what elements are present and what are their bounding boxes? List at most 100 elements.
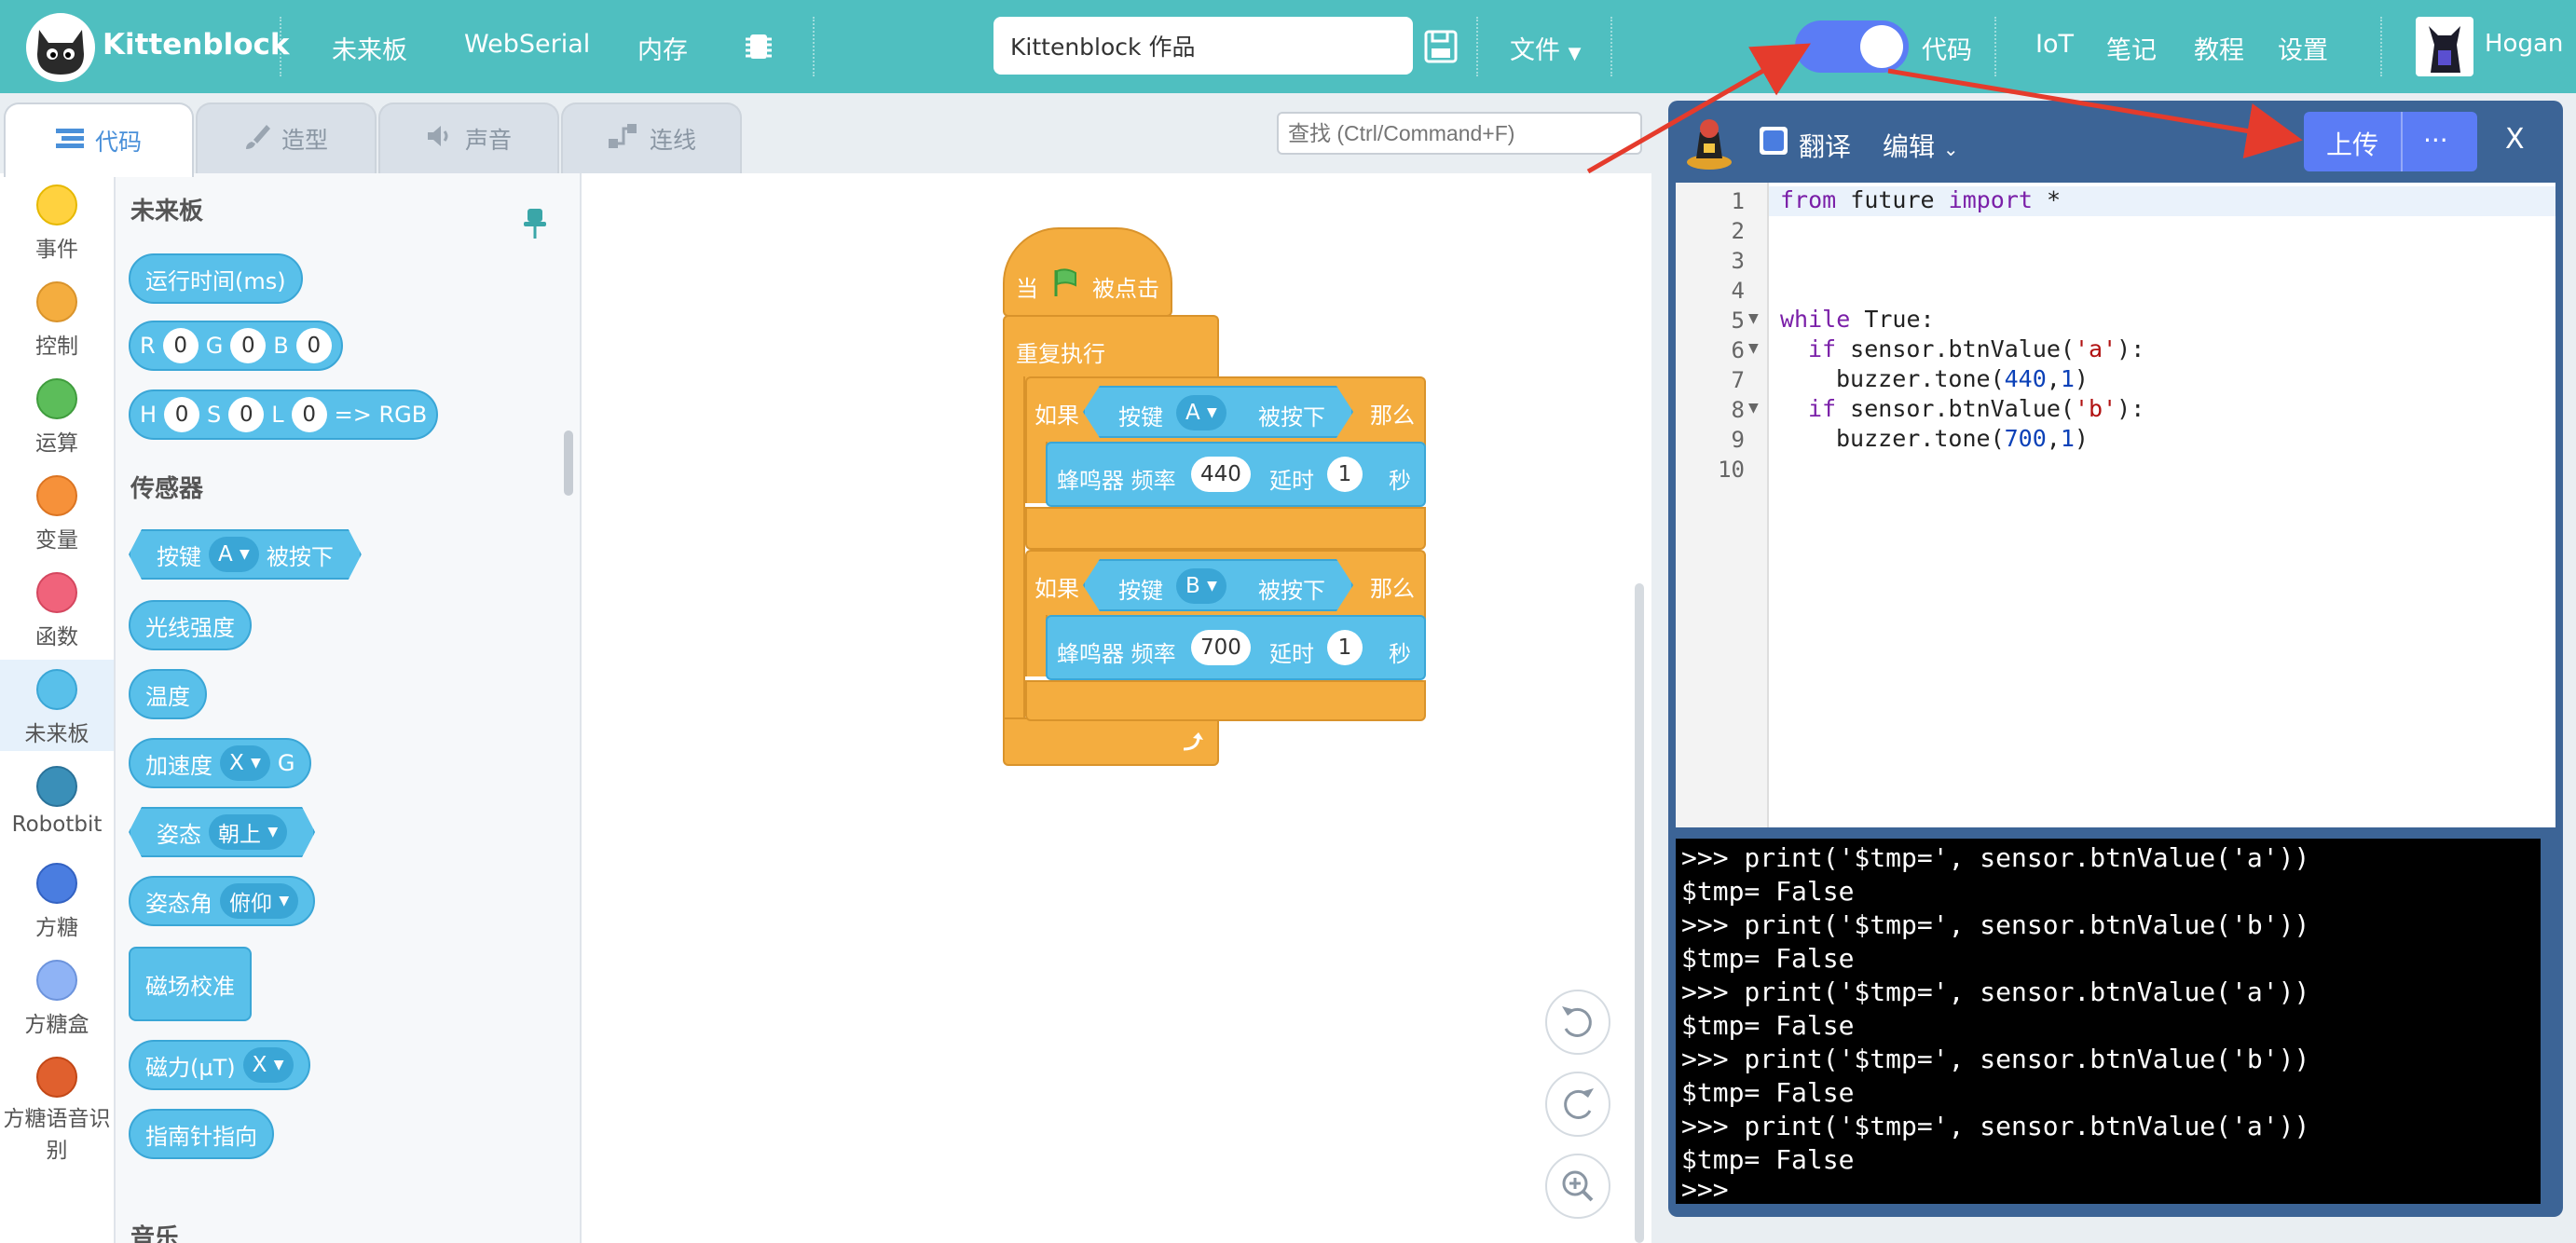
button-dropdown[interactable]: A ▼ bbox=[209, 537, 259, 572]
code-editor[interactable]: 1 2 3 4 5 6 7 8 9 10 ▼ ▼ ▼ from future i… bbox=[1676, 183, 2555, 827]
hsl-h-input[interactable]: 0 bbox=[164, 397, 200, 432]
hsl-l-input[interactable]: 0 bbox=[291, 397, 327, 432]
block-label: G bbox=[205, 333, 224, 359]
if-block-b-bottom bbox=[1025, 680, 1426, 721]
workspace-scrollbar[interactable] bbox=[1635, 583, 1644, 1243]
tab-sound[interactable]: 声音 bbox=[378, 102, 559, 173]
block-label: 重复执行 bbox=[1016, 341, 1105, 367]
zoom-in-button[interactable] bbox=[1545, 1154, 1610, 1219]
menu-settings[interactable]: 设置 bbox=[2278, 36, 2328, 65]
code-text: ): bbox=[2117, 335, 2145, 362]
hat-block-flag-clicked[interactable]: 当 被点击 bbox=[1003, 227, 1172, 317]
category-events[interactable]: 事件 bbox=[0, 184, 114, 263]
menu-webserial[interactable]: WebSerial bbox=[464, 30, 591, 59]
block-label: 按键 bbox=[1118, 404, 1163, 430]
rgb-r-input[interactable]: 0 bbox=[162, 328, 199, 363]
code-icon bbox=[55, 128, 84, 155]
mag-axis-dropdown[interactable]: X ▼ bbox=[242, 1047, 294, 1083]
console-line: >>> print('$tmp=', sensor.btnValue('a')) bbox=[1681, 1111, 2310, 1141]
category-label: 方糖语音识别 bbox=[3, 1107, 111, 1163]
user-avatar[interactable] bbox=[2416, 17, 2473, 76]
category-fangtang[interactable]: 方糖 bbox=[0, 863, 114, 941]
key-b-dropdown[interactable]: B ▼ bbox=[1176, 568, 1226, 604]
close-icon[interactable]: X bbox=[2505, 123, 2525, 156]
block-button-pressed[interactable]: 按键 A ▼ 被按下 bbox=[129, 529, 362, 580]
code-mode-toggle[interactable] bbox=[1795, 20, 1909, 73]
line-number: 9 bbox=[1731, 427, 1745, 453]
search-input[interactable] bbox=[1277, 112, 1642, 155]
menu-tutorial[interactable]: 教程 bbox=[2194, 36, 2244, 65]
frequency-input[interactable]: 440 bbox=[1191, 457, 1251, 492]
edit-menu[interactable]: 编辑 ⌄ bbox=[1883, 127, 1959, 164]
menu-notes[interactable]: 笔记 bbox=[2106, 36, 2157, 65]
tab-code[interactable]: 代码 bbox=[4, 102, 194, 177]
file-menu[interactable]: 文件 ▼ bbox=[1510, 30, 1581, 66]
console-line: $tmp= False bbox=[1681, 1010, 1855, 1041]
block-label: 那么 bbox=[1370, 403, 1415, 429]
tab-costume[interactable]: 造型 bbox=[196, 102, 377, 173]
condition-key-a[interactable]: 按键 A ▼ 被按下 bbox=[1083, 386, 1353, 438]
category-control[interactable]: 控制 bbox=[0, 281, 114, 360]
block-posture-angle[interactable]: 姿态角 俯仰 ▼ bbox=[129, 876, 316, 926]
menu-board[interactable]: 未来板 bbox=[332, 36, 407, 65]
rgb-g-input[interactable]: 0 bbox=[230, 328, 267, 363]
save-icon[interactable] bbox=[1418, 20, 1465, 73]
category-label: 事件 bbox=[35, 238, 78, 262]
menu-iot[interactable]: IoT bbox=[2035, 30, 2074, 59]
serial-console[interactable]: >>> print('$tmp=', sensor.btnValue('a'))… bbox=[1676, 839, 2541, 1204]
fold-arrow-icon[interactable]: ▼ bbox=[1748, 401, 1759, 416]
block-light[interactable]: 光线强度 bbox=[129, 600, 252, 650]
block-compass[interactable]: 指南针指向 bbox=[129, 1109, 274, 1159]
project-name-input[interactable] bbox=[993, 17, 1413, 75]
block-label: 秒 bbox=[1389, 468, 1411, 494]
delay-input[interactable]: 1 bbox=[1327, 630, 1363, 665]
user-name[interactable]: Hogan bbox=[2485, 30, 2564, 58]
translate-checkbox[interactable] bbox=[1760, 127, 1788, 155]
block-temperature[interactable]: 温度 bbox=[129, 669, 207, 719]
delay-input[interactable]: 1 bbox=[1327, 457, 1363, 492]
category-functions[interactable]: 函数 bbox=[0, 572, 114, 650]
block-acceleration[interactable]: 加速度 X ▼ G bbox=[129, 738, 312, 788]
rgb-b-input[interactable]: 0 bbox=[295, 328, 332, 363]
pin-icon[interactable] bbox=[522, 207, 548, 244]
more-options-icon[interactable]: ··· bbox=[2423, 125, 2448, 156]
menu-memory[interactable]: 内存 bbox=[637, 36, 688, 65]
code-line: if sensor.btnValue('b'): bbox=[1808, 395, 2144, 422]
key-a-dropdown[interactable]: A ▼ bbox=[1176, 395, 1226, 430]
axis-dropdown[interactable]: X ▼ bbox=[220, 745, 270, 781]
angle-dropdown[interactable]: 俯仰 ▼ bbox=[220, 883, 299, 919]
category-future-board[interactable]: 未来板 bbox=[0, 660, 114, 751]
block-posture[interactable]: 姿态 朝上 ▼ bbox=[129, 807, 315, 857]
block-runtime[interactable]: 运行时间(ms) bbox=[129, 253, 303, 304]
buzzer-block-440[interactable]: 蜂鸣器 频率 440 延时 1 秒 bbox=[1046, 442, 1426, 507]
fold-arrow-icon[interactable]: ▼ bbox=[1748, 311, 1759, 326]
category-robotbit[interactable]: Robotbit bbox=[0, 766, 114, 837]
block-magnetic[interactable]: 磁力(µT) X ▼ bbox=[129, 1040, 310, 1090]
fold-arrow-icon[interactable]: ▼ bbox=[1748, 341, 1759, 356]
forever-block-top[interactable]: 重复执行 bbox=[1003, 315, 1219, 382]
frequency-input[interactable]: 700 bbox=[1191, 630, 1251, 665]
buzzer-block-700[interactable]: 蜂鸣器 频率 700 延时 1 秒 bbox=[1046, 615, 1426, 680]
zoom-in-icon bbox=[1562, 1170, 1594, 1202]
hsl-s-input[interactable]: 0 bbox=[228, 397, 265, 432]
category-voice[interactable]: 方糖语音识别 bbox=[0, 1057, 114, 1167]
posture-dropdown[interactable]: 朝上 ▼ bbox=[209, 814, 287, 850]
tab-wiring[interactable]: 连线 bbox=[561, 102, 742, 173]
category-fangtang-box[interactable]: 方糖盒 bbox=[0, 960, 114, 1038]
redo-button[interactable] bbox=[1545, 1072, 1610, 1137]
control-dot-icon bbox=[36, 281, 77, 322]
divider bbox=[2401, 112, 2403, 171]
forever-block-arm bbox=[1003, 376, 1025, 721]
category-operators[interactable]: 运算 bbox=[0, 378, 114, 457]
undo-button[interactable] bbox=[1545, 990, 1610, 1055]
upload-button[interactable]: 上传 ··· bbox=[2304, 112, 2477, 171]
category-variables[interactable]: 变量 bbox=[0, 475, 114, 553]
loop-arrow-icon bbox=[1178, 729, 1204, 760]
block-mag-calibrate[interactable]: 磁场校准 bbox=[129, 947, 252, 1021]
block-label: 姿态 bbox=[157, 821, 201, 848]
chip-icon[interactable] bbox=[746, 32, 772, 61]
palette-scrollbar[interactable] bbox=[564, 430, 573, 496]
condition-key-b[interactable]: 按键 B ▼ 被按下 bbox=[1083, 559, 1353, 611]
